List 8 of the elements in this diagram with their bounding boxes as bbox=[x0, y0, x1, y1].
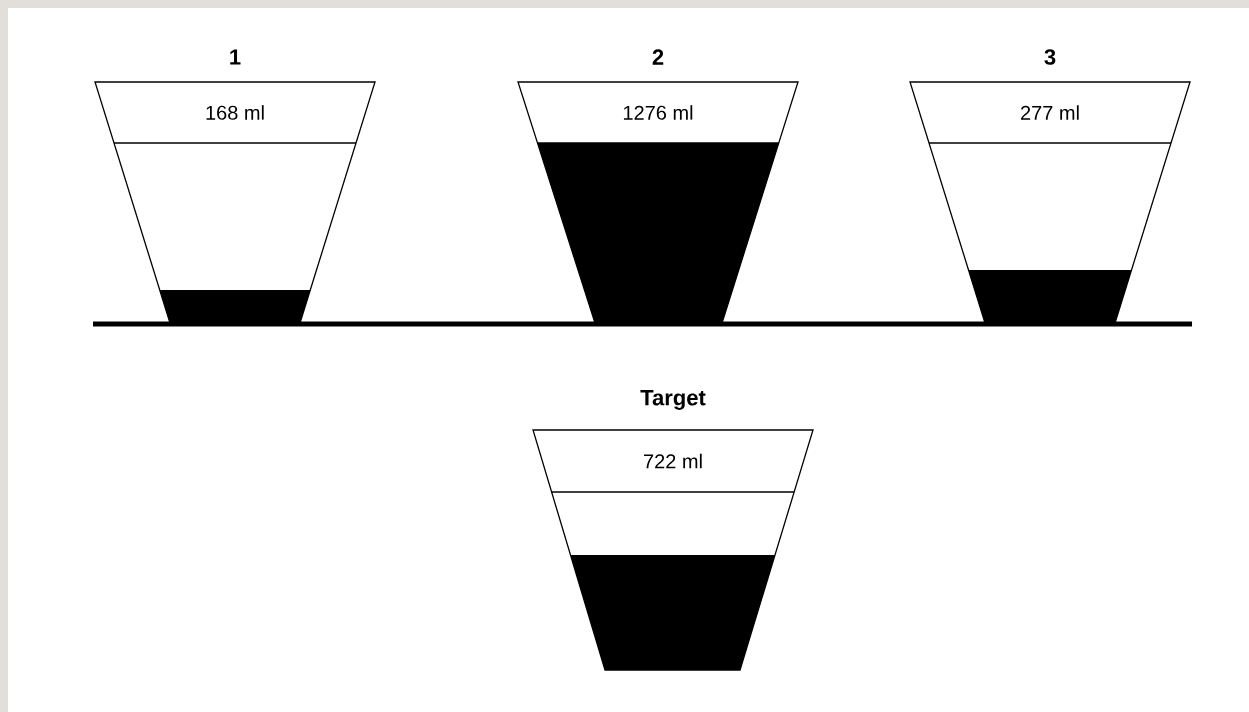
volume-label: 1276 ml bbox=[623, 105, 693, 120]
volume-label: 168 ml bbox=[206, 105, 264, 120]
cup-number: 2 bbox=[652, 49, 664, 65]
cup-number: 1 bbox=[230, 49, 241, 65]
volume-label: 277 ml bbox=[1021, 105, 1079, 120]
cup-number: 3 bbox=[1044, 49, 1056, 65]
cup-number: Target bbox=[640, 390, 706, 410]
volume-label: 722 ml bbox=[644, 453, 702, 469]
